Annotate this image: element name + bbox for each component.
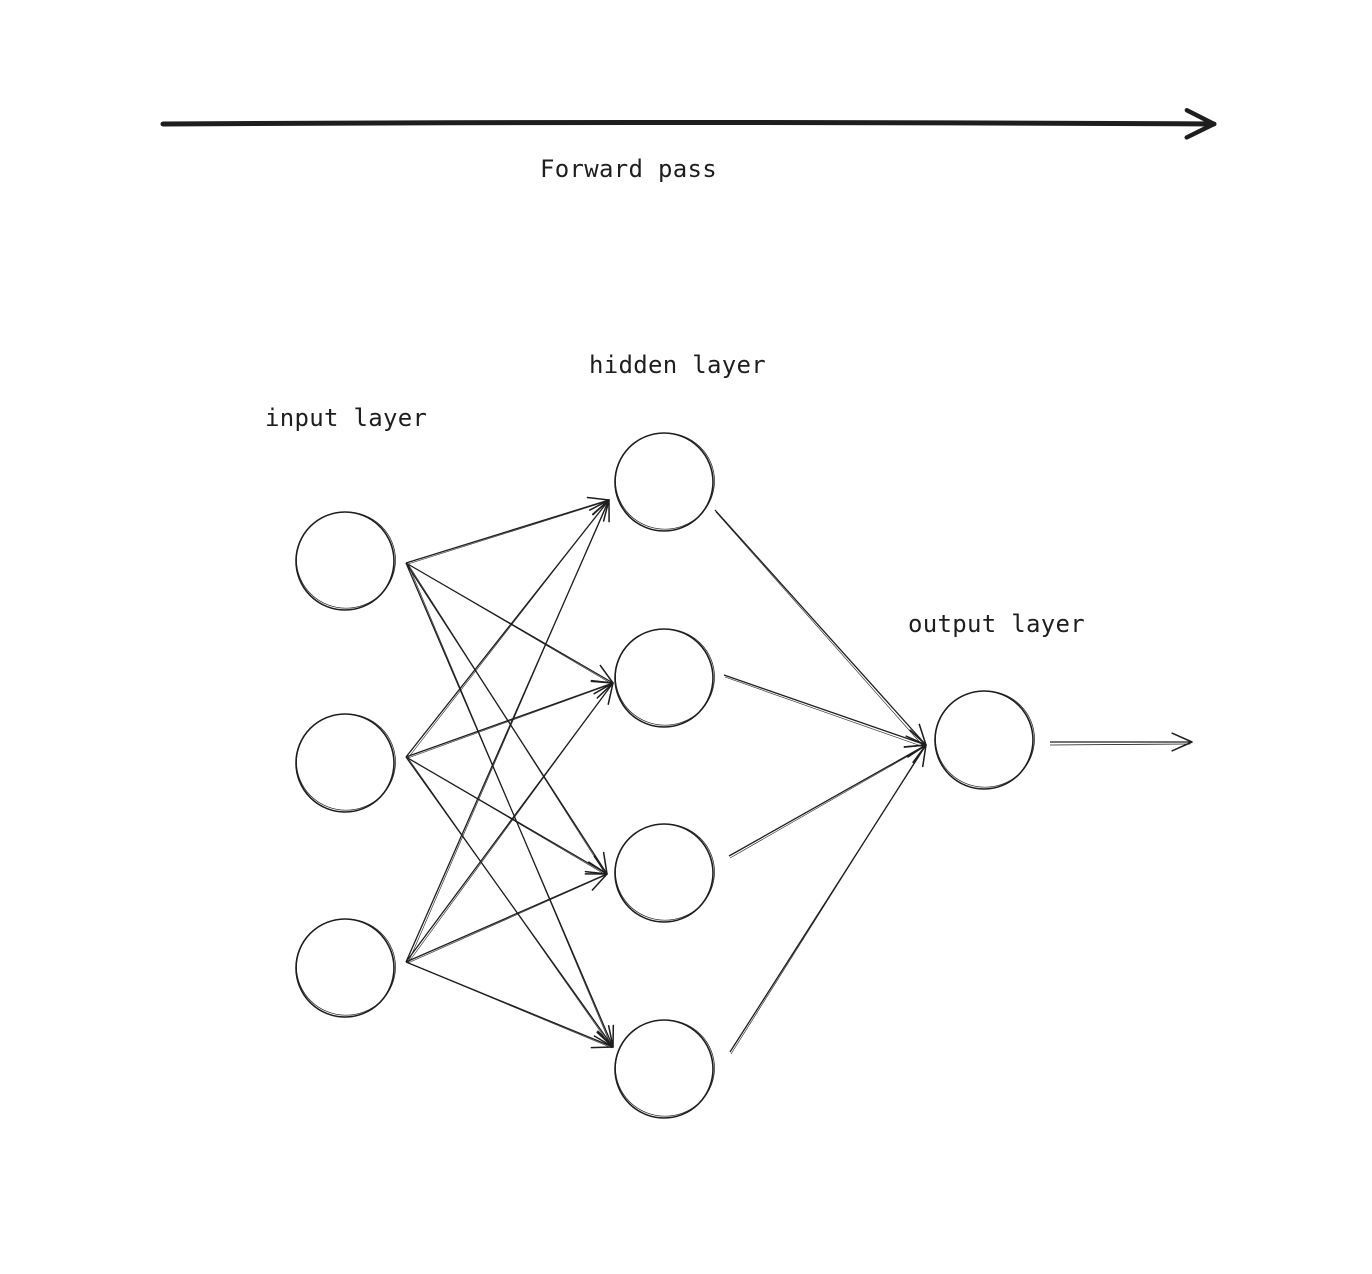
hidden-node-1-sketch — [615, 432, 715, 530]
edge-input-1-to-hidden-1 — [405, 496, 610, 564]
edge-hidden-2-to-output-1-sketch — [724, 676, 925, 748]
edge-hidden-1-to-output-1-sketch — [715, 511, 925, 748]
edge-hidden-4-to-output-1-sketch — [730, 746, 925, 1055]
output-arrow-double-stroke — [1049, 743, 1191, 746]
output-layer-label: output layer — [908, 610, 1085, 638]
edge-input-1-to-hidden-2-sketch — [407, 563, 613, 685]
hidden-node-4-sketch — [615, 1019, 715, 1117]
edge-input-2-to-hidden-4-sketch — [407, 757, 613, 1049]
edge-hidden-3-to-output-1 — [728, 744, 927, 857]
hidden-node-3-sketch — [615, 823, 715, 921]
connections-group — [405, 496, 927, 1055]
edge-input-2-to-hidden-2-sketch — [407, 683, 613, 759]
edge-hidden-3-to-output-1-sketch — [729, 746, 925, 859]
edge-hidden-1-to-output-1 — [714, 509, 927, 746]
edge-input-3-to-hidden-1-sketch — [407, 500, 609, 964]
edge-input-3-to-hidden-3-sketch — [407, 874, 607, 964]
edge-input-2-to-hidden-2 — [405, 680, 614, 758]
input-layer-label: input layer — [265, 404, 428, 432]
hidden-node-2-sketch — [615, 628, 715, 726]
nodes-group — [295, 432, 1035, 1119]
edge-input-1-to-hidden-1-sketch — [407, 500, 609, 565]
edge-input-3-to-hidden-4-sketch — [407, 962, 613, 1049]
input-node-1-sketch — [296, 511, 396, 609]
hidden-layer-label: hidden layer — [589, 351, 766, 379]
edge-input-3-to-hidden-2-sketch — [407, 683, 613, 964]
forward-pass-arrow — [160, 108, 1217, 140]
edge-input-3-to-hidden-4 — [405, 961, 614, 1049]
forward-pass-label: Forward pass — [540, 155, 717, 183]
edge-input-1-to-hidden-3-sketch — [407, 563, 607, 876]
output-node-1-sketch — [935, 690, 1035, 788]
edge-hidden-2-to-output-1 — [723, 674, 927, 748]
edge-input-2-to-hidden-3-sketch — [407, 757, 607, 876]
edge-input-3-to-hidden-3 — [405, 873, 608, 963]
edge-input-1-to-hidden-4-sketch — [407, 563, 613, 1049]
input-node-2-sketch — [296, 713, 396, 811]
edge-input-2-to-hidden-1-sketch — [407, 500, 609, 759]
input-node-3-sketch — [296, 918, 396, 1016]
